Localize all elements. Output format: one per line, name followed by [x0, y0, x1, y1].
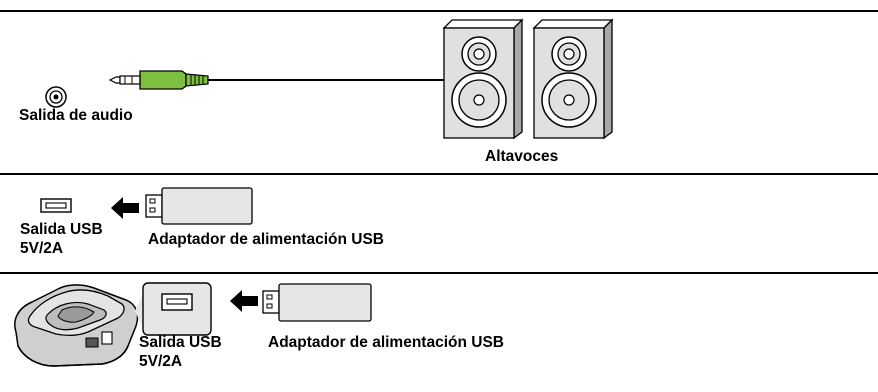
usb-output-label: Salida USB 5V/2A — [20, 221, 103, 257]
projector-icon — [14, 284, 139, 367]
speakers-label: Altavoces — [485, 148, 559, 165]
insert-arrow-icon — [111, 197, 139, 219]
usb-port-icon — [40, 198, 72, 213]
green-plug-icon — [139, 70, 187, 90]
divider-audio-usb — [0, 173, 878, 175]
audio-cable-icon — [108, 70, 446, 90]
projector-usb-adapter-label: Adaptador de alimentación USB — [268, 334, 504, 351]
audio-jack-icon — [45, 86, 67, 108]
speakers-icon — [442, 18, 614, 140]
usb-power-adapter-icon — [145, 187, 253, 225]
audio-output-label: Salida de audio — [19, 107, 133, 124]
divider-usb-projector — [0, 272, 878, 274]
top-divider — [0, 10, 878, 12]
usb-port-closeup-icon — [135, 282, 212, 336]
projector-usb-output-label: Salida USB 5V/2A — [139, 334, 222, 370]
insert-arrow-icon-2 — [230, 290, 258, 312]
usb-power-adapter-icon-2 — [262, 283, 372, 322]
usb-adapter-label: Adaptador de alimentación USB — [148, 231, 384, 248]
